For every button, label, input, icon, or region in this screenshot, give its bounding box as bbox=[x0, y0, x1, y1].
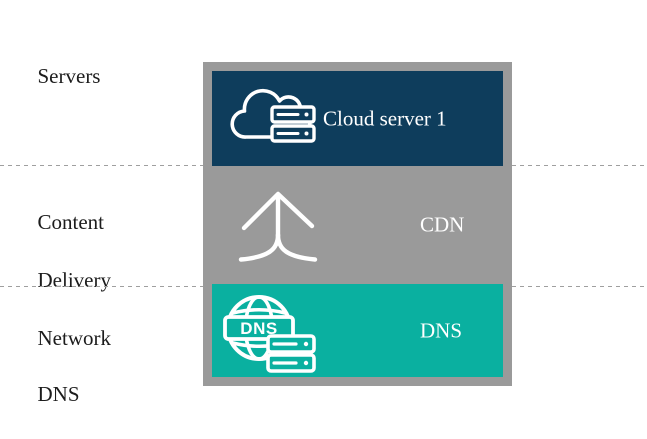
dns-box-label: DNS bbox=[420, 318, 463, 342]
row-label-servers: Servers bbox=[27, 33, 101, 91]
row-label-cdn-line-3: Network bbox=[37, 326, 111, 350]
stack-container: Cloud server 1 CDN DNS bbox=[203, 62, 512, 386]
row-label-servers-text: Servers bbox=[37, 64, 101, 88]
row-label-cdn-line-1: Content bbox=[37, 210, 105, 234]
globe-badge-text: DNS bbox=[240, 319, 277, 338]
cloud-server-box-label: Cloud server 1 bbox=[323, 106, 447, 130]
cdn-band: CDN bbox=[203, 166, 512, 284]
row-label-content-delivery-network: Content Delivery Network bbox=[27, 179, 111, 353]
cloud-server-icon bbox=[224, 84, 316, 152]
dns-box: DNS DNS bbox=[212, 284, 503, 377]
row-label-cdn-line-2: Delivery bbox=[37, 268, 111, 292]
cdn-band-label: CDN bbox=[420, 212, 465, 237]
globe-dns-icon: DNS bbox=[222, 290, 320, 376]
merge-arrow-icon bbox=[236, 189, 320, 263]
row-label-dns-text: DNS bbox=[37, 382, 80, 406]
cloud-server-box: Cloud server 1 bbox=[212, 71, 503, 166]
row-label-dns: DNS bbox=[27, 351, 80, 409]
